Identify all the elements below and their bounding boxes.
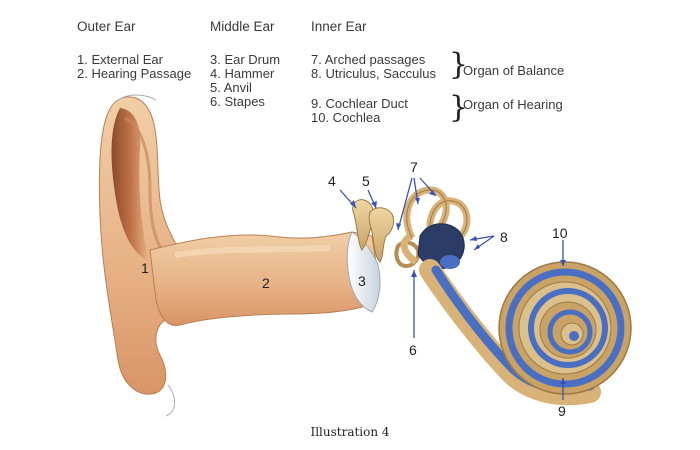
legend-item-cochlea: 10. Cochlea — [311, 110, 381, 125]
group-label-balance: Organ of Balance — [463, 63, 565, 78]
legend-item-utriculus-sacculus: 8. Utriculus, Sacculus — [311, 66, 436, 81]
legend-item-external-ear: 1. External Ear — [77, 52, 163, 67]
label-2: 2 — [262, 275, 270, 291]
header-middle-ear: Middle Ear — [210, 19, 275, 34]
canal-highlight — [174, 245, 331, 258]
legend-item-ear-drum: 3. Ear Drum — [210, 52, 281, 67]
balance-brace: } — [449, 47, 469, 82]
group-label-hearing: Organ of Hearing — [463, 97, 563, 112]
anvil-bone — [368, 207, 395, 263]
ear-drum-shape — [346, 231, 381, 313]
legend-item-stapes: 6. Stapes — [210, 94, 265, 109]
label-5: 5 — [362, 173, 370, 189]
label-3: 3 — [358, 273, 366, 289]
figure-caption: Illustration 4 — [310, 425, 390, 439]
label-9: 9 — [558, 403, 566, 419]
legend-item-arched-passages: 7. Arched passages — [311, 52, 426, 67]
label-10: 10 — [552, 225, 568, 241]
arrow-heads — [350, 190, 566, 384]
label-7: 7 — [410, 159, 418, 175]
header-inner-ear: Inner Ear — [311, 19, 367, 34]
label-6: 6 — [409, 342, 417, 358]
legend-item-hearing-passage: 2. Hearing Passage — [77, 66, 192, 81]
legend-item-hammer: 4. Hammer — [210, 66, 275, 81]
helix-tail-left — [165, 384, 175, 417]
hearing-passage-shape — [149, 231, 377, 327]
helix-tail-top — [117, 94, 157, 101]
label-1: 1 — [141, 260, 149, 276]
legend-item-anvil: 5. Anvil — [210, 80, 252, 95]
sacculus-blob — [440, 255, 460, 269]
hearing-brace: } — [449, 90, 469, 125]
header-outer-ear: Outer Ear — [77, 19, 136, 34]
label-8: 8 — [500, 229, 508, 245]
cochlea-spiral — [498, 261, 632, 395]
label-4: 4 — [328, 173, 336, 189]
concha-shadow — [111, 108, 150, 262]
legend-item-cochlear-duct: 9. Cochlear Duct — [311, 96, 408, 111]
